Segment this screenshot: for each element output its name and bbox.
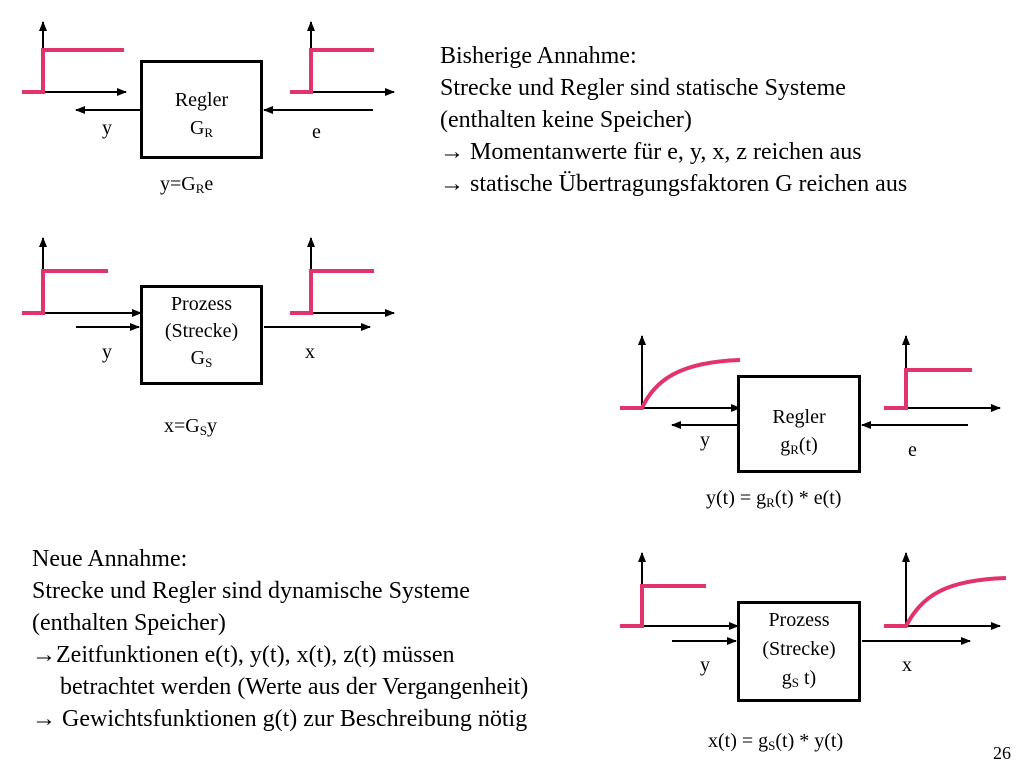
arrow-glyph: → [32, 706, 56, 732]
step-signal-x-strecke-static [290, 237, 395, 317]
bullet-line: → Gewichtsfunktionen g(t) zur Beschreibu… [32, 703, 528, 735]
bullet-text: Momentanwerte für e, y, x, z reichen aus [470, 139, 862, 165]
response-signal-y-regler-dynamic [620, 335, 741, 412]
step-signal-e-regler-dynamic [884, 335, 1001, 412]
bullet-text: Gewichtsfunktionen g(t) zur Beschreibung… [62, 706, 528, 732]
step-signal-y-regler-static [22, 21, 127, 96]
block-line1: Prozess [768, 609, 830, 631]
block-line2: (Strecke) [762, 638, 836, 660]
bullet-line: → statische Übertragungsfaktoren G reich… [440, 168, 907, 200]
step-signal-e-regler-static [290, 21, 395, 96]
arrow-glyph: → [32, 642, 56, 668]
paragraph-new-assumption: Neue Annahme: Strecke und Regler sind dy… [32, 543, 528, 735]
paragraph-previous-assumption: Bisherige Annahme: Strecke und Regler si… [440, 40, 907, 200]
bullet-text: statische Übertragungsfaktoren G reichen… [470, 171, 908, 197]
text-line: betrachtet werden (Werte aus der Vergang… [60, 674, 529, 700]
block-regler-static: Regler GR [140, 60, 263, 159]
equation-strecke-static: x=GSy [164, 415, 217, 438]
label-e-regler-dynamic: e [908, 439, 917, 461]
block-title: Regler [174, 89, 229, 111]
arrow-glyph: → [440, 171, 464, 197]
bullet-line: →Zeitfunktionen e(t), y(t), x(t), z(t) m… [32, 639, 528, 671]
block-symbol: GS [190, 347, 213, 370]
text-line: Strecke und Regler sind statische System… [440, 75, 846, 101]
label-y-regler-dynamic: y [700, 429, 710, 451]
bullet-line: → Momentanwerte für e, y, x, z reichen a… [440, 136, 907, 168]
page-number: 26 [993, 743, 1011, 763]
text-line: (enthalten Speicher) [32, 610, 226, 636]
label-x-strecke-static: x [305, 341, 315, 363]
block-regler-dynamic: Regler gR(t) [737, 375, 861, 473]
block-symbol: gR(t) [780, 434, 818, 457]
label-y-regler-static: y [102, 117, 112, 139]
step-signal-y-strecke-dynamic [620, 552, 739, 630]
label-e-regler-static: e [312, 121, 321, 143]
block-symbol: GR [189, 117, 214, 140]
heading-new-assumption: Neue Annahme: [32, 546, 188, 572]
equation-strecke-dynamic: x(t) = gS(t) * y(t) [708, 730, 844, 753]
label-x-strecke-dynamic: x [902, 654, 912, 676]
step-signal-y-strecke-static [22, 237, 142, 317]
text-line: (enthalten keine Speicher) [440, 107, 692, 133]
heading-previous-assumption: Bisherige Annahme: [440, 43, 637, 69]
block-strecke-static: Prozess (Strecke) GS [140, 285, 263, 385]
block-symbol: gS t) [781, 667, 817, 690]
equation-regler-static: y=GRe [160, 173, 214, 196]
bullet-text: Zeitfunktionen e(t), y(t), x(t), z(t) mü… [56, 642, 455, 668]
text-line: Strecke und Regler sind dynamische Syste… [32, 578, 470, 604]
equation-regler-dynamic: y(t) = gR(t) * e(t) [706, 487, 842, 510]
block-strecke-dynamic: Prozess (Strecke) gS t) [737, 601, 861, 702]
block-line2: (Strecke) [164, 320, 239, 342]
block-line1: Prozess [170, 293, 233, 315]
block-title: Regler [772, 406, 826, 428]
arrow-glyph: → [440, 139, 464, 165]
label-y-strecke-static: y [102, 341, 112, 363]
label-y-strecke-dynamic: y [700, 654, 710, 676]
response-signal-x-strecke-dynamic [884, 552, 1007, 630]
